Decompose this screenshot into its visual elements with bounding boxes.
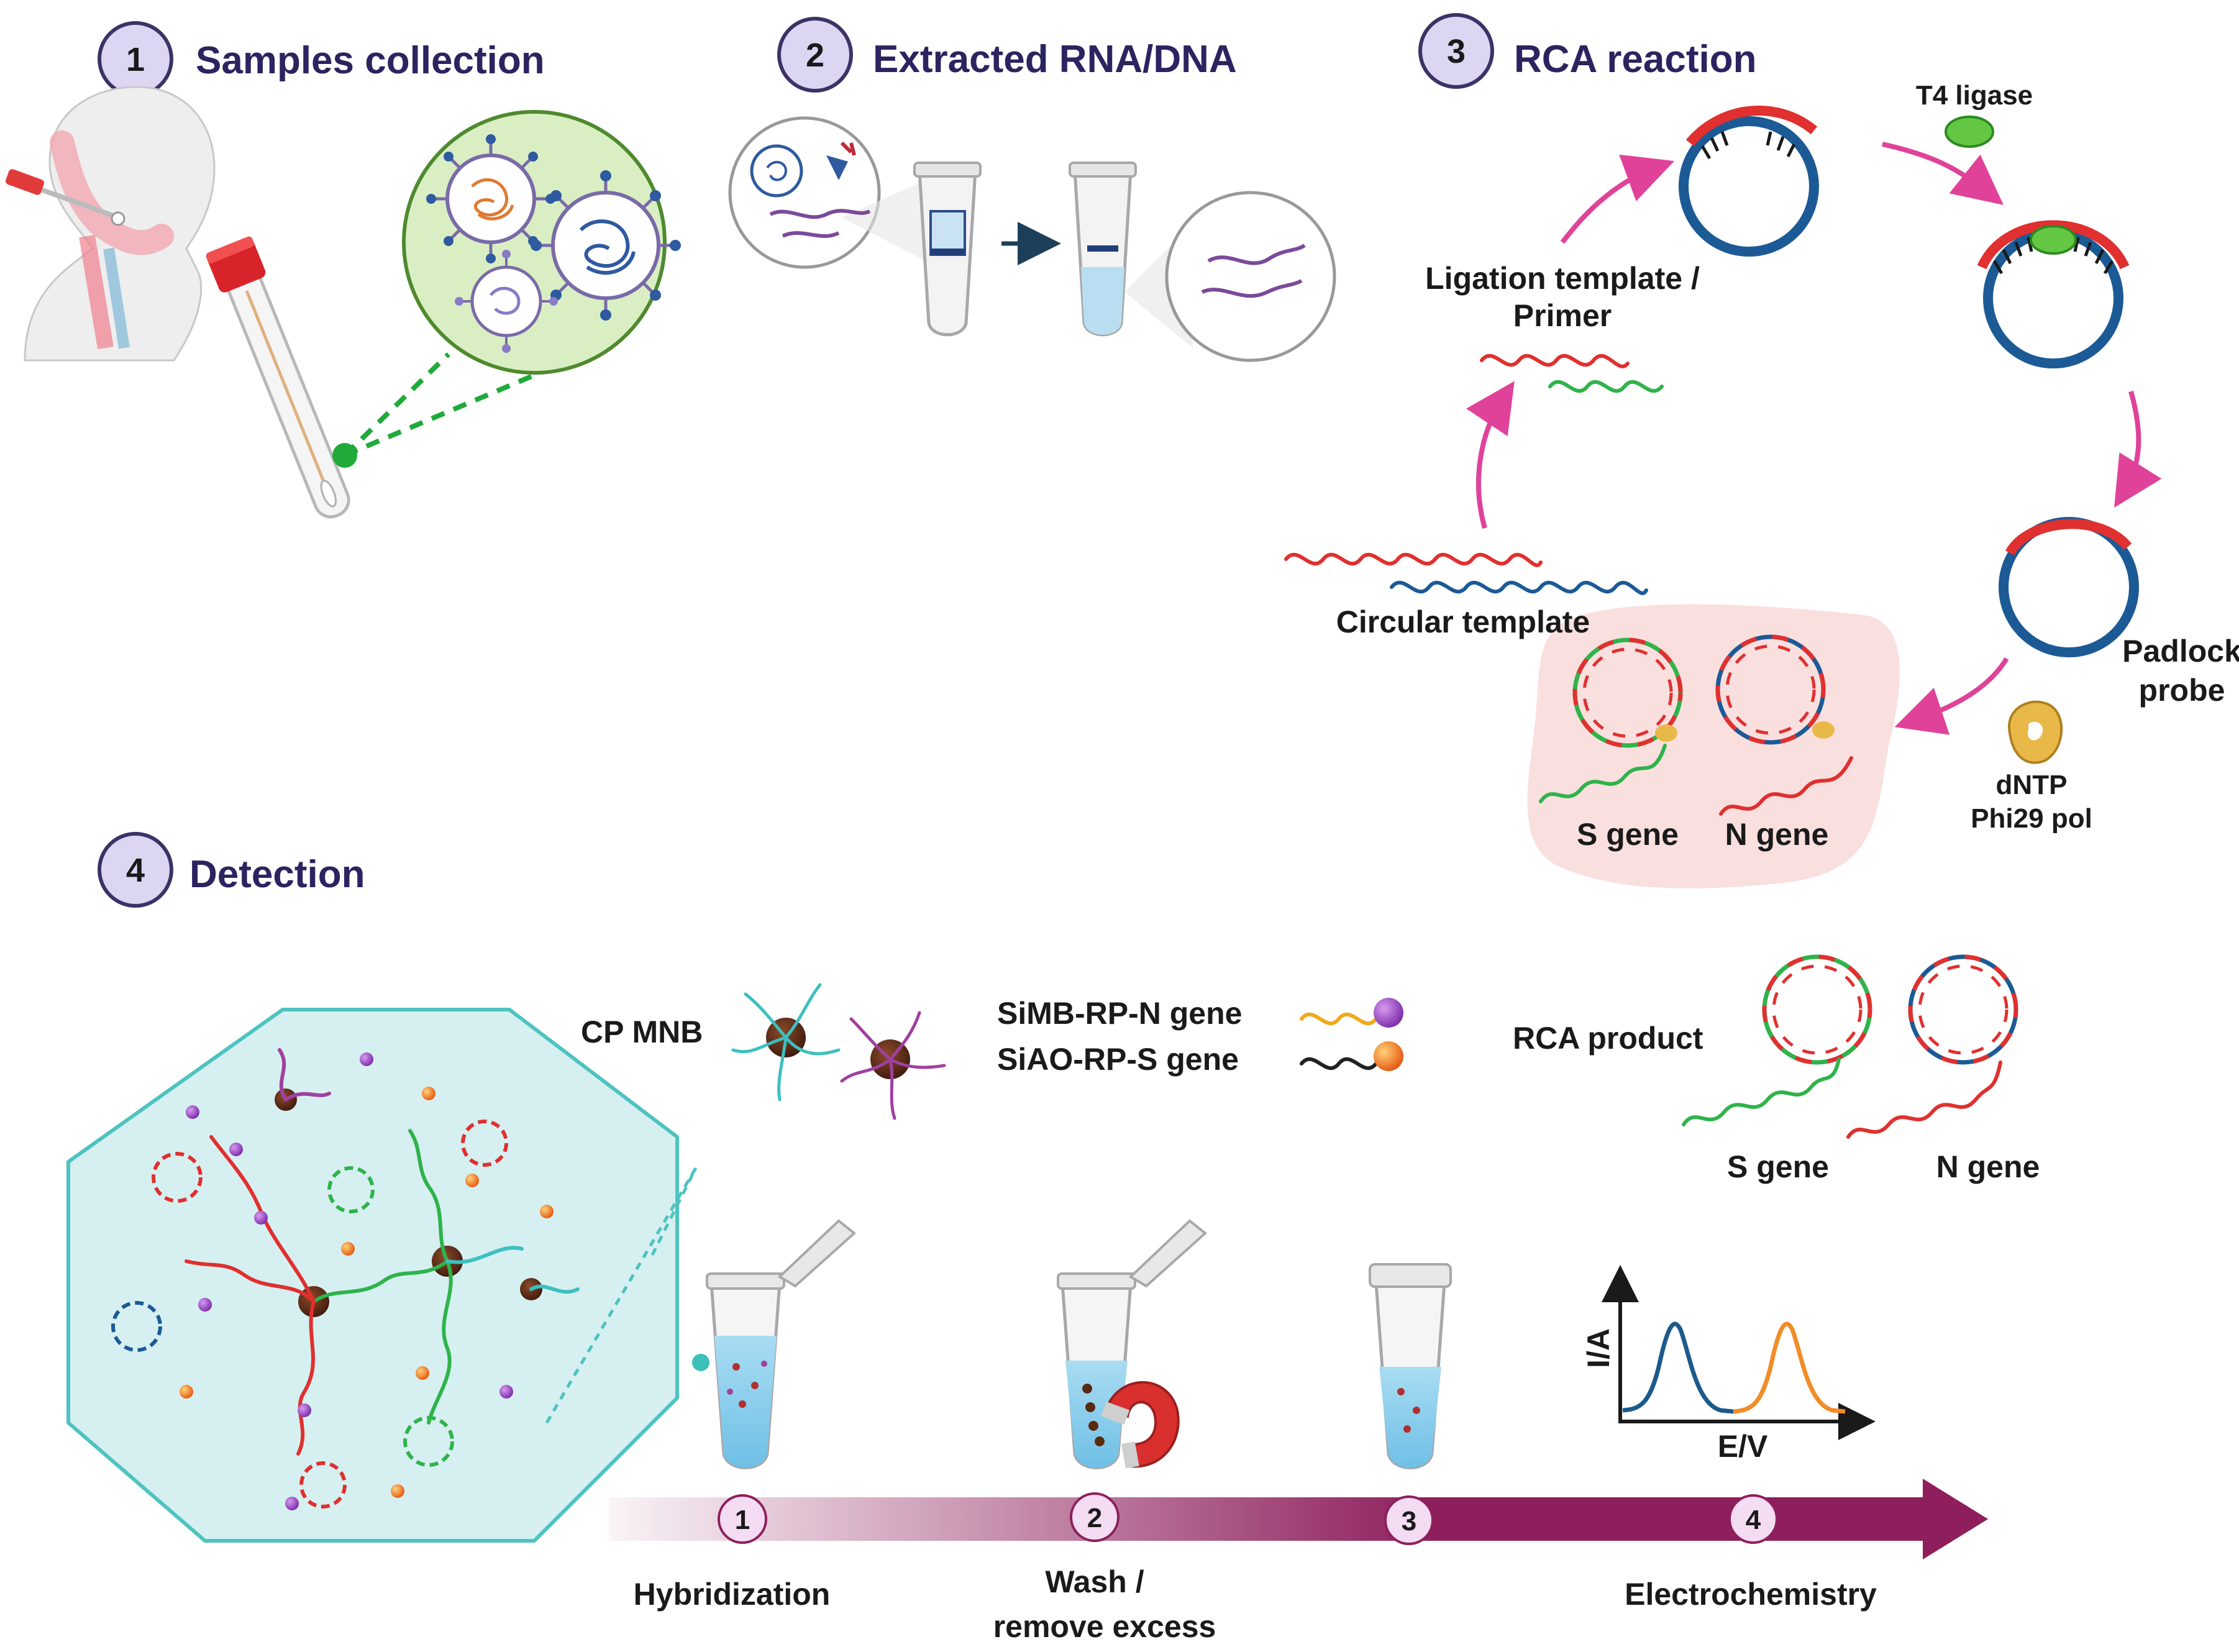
nucleic-acid-zoom-circle: [1124, 191, 1336, 362]
zoom-dot: [692, 1354, 709, 1371]
process-timeline: 1 2 3 4 Hybridization Wash / remove exce…: [609, 1479, 1988, 1644]
tube-extracted: [1069, 162, 1137, 337]
step-2-title: Extracted RNA/DNA: [873, 38, 1237, 81]
open-padlock: [1679, 105, 1819, 257]
rca-product-s-gene-legend: [1682, 954, 1872, 1126]
cycle-arrow: [1466, 381, 1515, 529]
step-badge-3-number: 3: [1447, 33, 1466, 70]
x-axis-label: E/V: [1718, 1429, 1768, 1464]
timeline-label-wash-line2: remove excess: [993, 1609, 1216, 1644]
timeline-step-3: 3: [1384, 1495, 1434, 1545]
peak-s-gene: [1733, 1321, 1846, 1414]
timeline-label-wash-line1: Wash /: [1045, 1564, 1144, 1599]
rca-product-label: RCA product: [1513, 1021, 1703, 1056]
s-gene-legend-label: S gene: [1727, 1149, 1829, 1184]
ligation-template-label-line1: Ligation template /: [1425, 261, 1700, 296]
ligated-padlock: [1977, 220, 2130, 368]
simb-probe-icon: [1300, 998, 1403, 1028]
zoom-octagon: [66, 1008, 709, 1543]
svg-text:3: 3: [1402, 1506, 1416, 1536]
step-badge-4: [98, 832, 173, 908]
svg-text:1: 1: [735, 1505, 750, 1535]
timeline-label-hybridization: Hybridization: [634, 1577, 831, 1612]
t4-ligase-icon: [1945, 116, 1994, 148]
ligation-template-label-line2: Primer: [1513, 298, 1612, 333]
peak-n-gene: [1622, 1321, 1734, 1414]
step-4-header: 4 Detection: [98, 832, 365, 908]
step-badge-2-number: 2: [806, 37, 824, 74]
step-badge-1-number: 1: [126, 41, 145, 78]
cycle-arrow: [1894, 657, 2009, 735]
circular-template-strands: [1284, 552, 1648, 595]
swab-stick: [6, 169, 125, 226]
cycle-arrow: [1882, 142, 2004, 205]
s-gene-label: S gene: [1577, 817, 1679, 852]
dntp-label: dNTP: [1996, 770, 2068, 800]
siao-probe-icon: [1300, 1041, 1403, 1071]
virus-icon: [531, 170, 681, 321]
step-4-title: Detection: [189, 853, 365, 896]
reporter-particles: [180, 1052, 554, 1510]
y-axis-label: I/A: [1581, 1328, 1616, 1368]
padlock-probe-label-line2: probe: [2139, 673, 2225, 708]
cp-mnb-label: CP MNB: [581, 1015, 703, 1049]
sample-tube: [206, 236, 357, 519]
step-1-title: Samples collection: [196, 39, 545, 82]
tube-hybridization: [706, 1219, 857, 1469]
rca-product-blob: [1527, 604, 1900, 888]
timeline-step-2: 2: [1070, 1492, 1120, 1542]
padlock-probe-label-line1: Padlock: [2122, 634, 2239, 669]
step-3-title: RCA reaction: [1514, 38, 1756, 81]
lysate-zoom-circle: [728, 116, 926, 269]
magnet-icon: [1101, 1381, 1180, 1469]
siao-label: SiAO-RP-S gene: [997, 1042, 1239, 1077]
cp-mnb-icon: [731, 983, 946, 1120]
step-badge-2: [777, 17, 853, 93]
timeline-label-electrochemistry: Electrochemistry: [1625, 1577, 1877, 1612]
step-2-header: 2 Extracted RNA/DNA: [777, 17, 1237, 93]
svg-text:4: 4: [1746, 1505, 1761, 1535]
padlock-probe: [1999, 517, 2139, 657]
timeline-step-1: 1: [718, 1494, 767, 1544]
rca-cycle: T4 ligase Padlock probe dNTP Phi29: [1284, 80, 2239, 888]
step-badge-4-number: 4: [126, 852, 145, 889]
virus-icon: [455, 250, 558, 353]
step-3-header: 3 RCA reaction: [1418, 13, 1756, 89]
step-1-header: 1 Samples collection: [98, 21, 545, 97]
voltammogram: I/A E/V: [1581, 1265, 1876, 1464]
rca-product-s-gene: [1539, 637, 1683, 803]
circular-template-label: Circular template: [1336, 605, 1590, 639]
rca-product-n-gene-legend: [1846, 954, 2018, 1139]
phi29-polymerase-icon: [2007, 700, 2063, 764]
virus-icon: [426, 134, 555, 263]
t4-ligase-label: T4 ligase: [1916, 80, 2033, 111]
n-gene-label: N gene: [1725, 817, 1829, 852]
simb-label: SiMB-RP-N gene: [997, 996, 1242, 1031]
ligation-template-strands: [1480, 354, 1664, 393]
tube-capped: [1369, 1263, 1452, 1469]
timeline-step-4: 4: [1728, 1494, 1778, 1544]
tube-lysate: [913, 162, 982, 337]
phi29-pol-label: Phi29 pol: [1971, 803, 2092, 834]
svg-text:2: 2: [1087, 1503, 1102, 1533]
virus-zoom-circle: [343, 110, 681, 458]
cycle-arrow: [1560, 154, 1675, 244]
rca-product-n-gene: [1715, 634, 1853, 816]
step-badge-3: [1418, 13, 1494, 89]
cycle-arrow: [2114, 390, 2162, 508]
rca-ring: [111, 1120, 508, 1508]
n-gene-legend-label: N gene: [1936, 1149, 2040, 1184]
tube-wash: [1057, 1219, 1208, 1469]
